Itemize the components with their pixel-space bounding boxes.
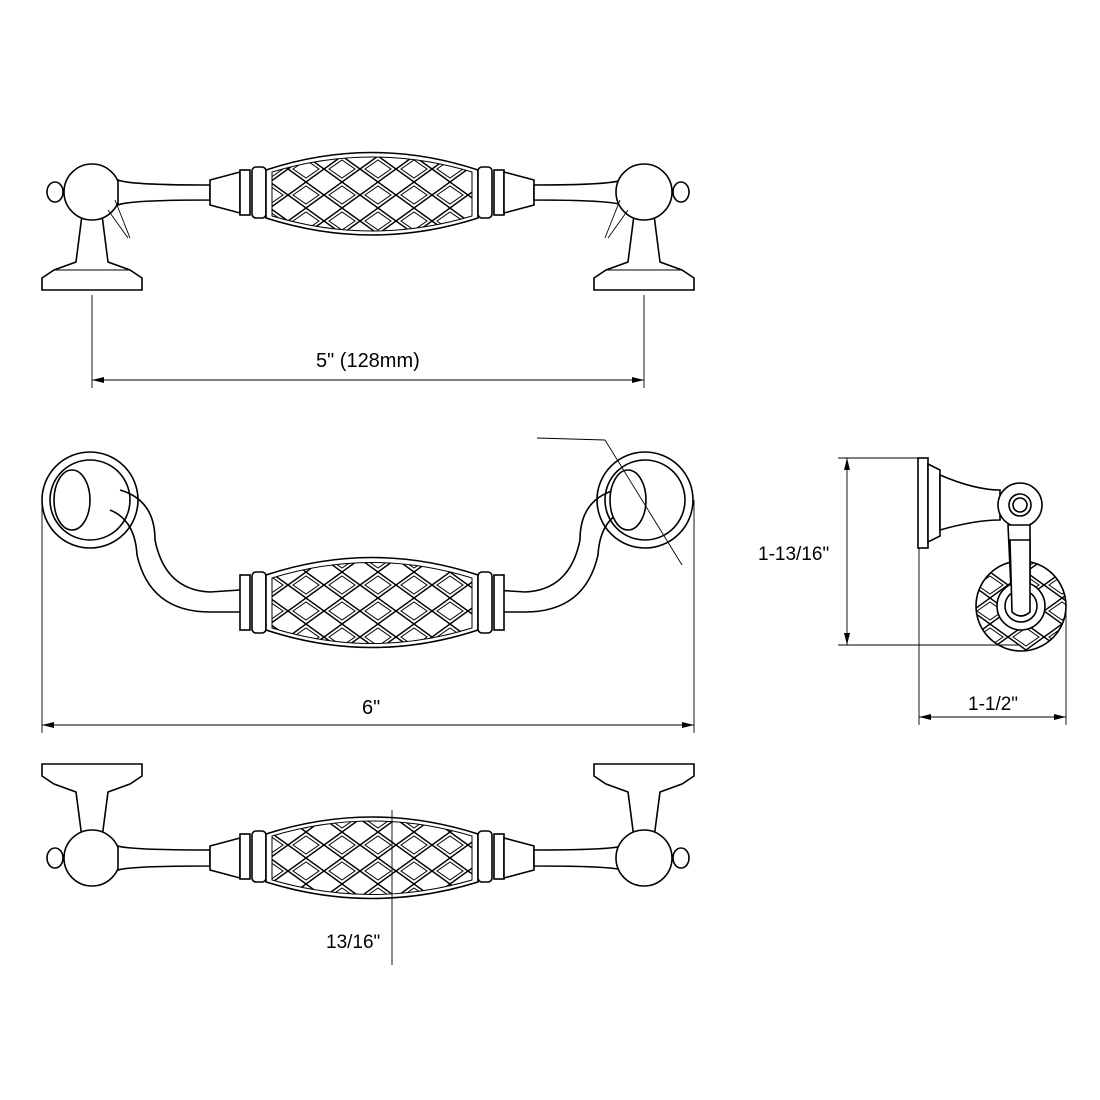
front-view <box>41 437 694 649</box>
side-view <box>917 457 1067 652</box>
hole-spacing-label: 5" (128mm) <box>316 350 420 372</box>
dimension-hole-spacing <box>91 295 645 388</box>
overall-length-label: 6" <box>362 697 381 719</box>
grip-diameter-label: 13/16" <box>326 932 381 953</box>
bottom-view <box>41 763 695 900</box>
right-post <box>593 163 695 291</box>
dimension-overall-length <box>41 500 695 733</box>
dimension-height <box>838 457 1020 646</box>
dimension-projection <box>918 548 1067 725</box>
projection-label: 1-1/2" <box>968 694 1019 715</box>
height-label: 1-13/16" <box>758 544 830 565</box>
top-view <box>41 151 695 291</box>
